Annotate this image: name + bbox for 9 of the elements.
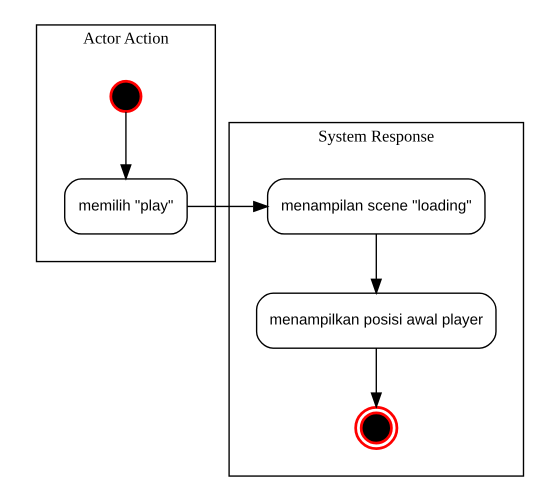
arrow	[370, 348, 382, 409]
node-box: menampilkan posisi awal player	[256, 292, 497, 349]
node-box: memilih "play"	[64, 178, 188, 235]
node-circle	[354, 406, 398, 450]
node-circle	[109, 80, 142, 113]
arrow	[120, 112, 132, 181]
node-box: menampilan scene "loading"	[266, 178, 486, 235]
arrow	[370, 234, 382, 296]
arrow	[188, 200, 270, 212]
